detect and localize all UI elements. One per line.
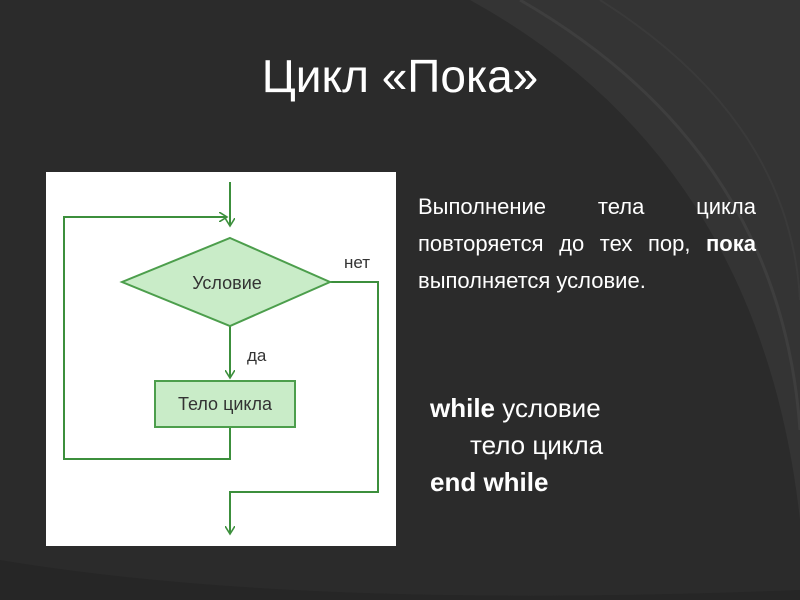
code-line-while: while условие — [430, 390, 770, 427]
loop-body-box — [154, 380, 296, 428]
loop-description: Выполнение тела цикла повторяется до тех… — [418, 188, 756, 299]
slide-title: Цикл «Пока» — [261, 50, 539, 102]
description-text-end: выполняется условие. — [418, 268, 646, 293]
condition-label: Условие — [192, 273, 262, 293]
no-exit-connector — [230, 281, 379, 534]
condition-diamond — [119, 236, 333, 328]
loop-body-label: Тело цикла — [178, 394, 273, 414]
no-branch-label: нет — [344, 253, 370, 272]
flowchart-panel: Условие Тело цикла нет да — [46, 172, 396, 546]
code-condition: условие — [495, 393, 601, 423]
keyword-while: while — [430, 393, 496, 423]
while-loop-flowchart: Условие Тело цикла нет да — [63, 182, 379, 546]
code-line-body: тело цикла — [470, 430, 604, 460]
loop-back-connector — [63, 217, 231, 460]
description-text-start: Выполнение тела цикла повторяется до тех… — [418, 194, 756, 256]
description-keyword: пока — [706, 231, 756, 256]
pseudocode-block: while условие тело цикла end while — [430, 390, 770, 501]
yes-branch-label: да — [247, 346, 267, 365]
code-line-end-while: end while — [430, 467, 549, 497]
